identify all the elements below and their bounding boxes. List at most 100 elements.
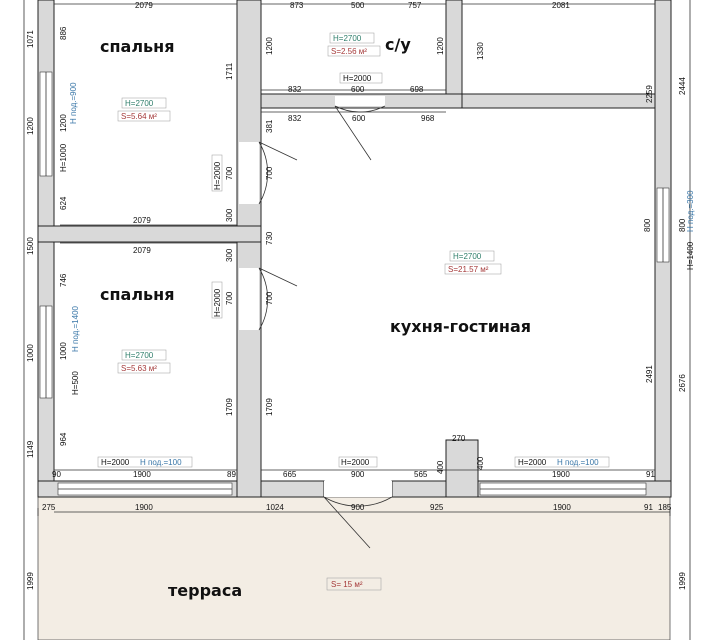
dim-bot-665: 665 <box>283 470 297 479</box>
dim-bath-832b: 832 <box>288 114 302 123</box>
dim-right-800b: 800 <box>678 218 687 232</box>
dim-left-964: 964 <box>59 432 68 446</box>
terrace-floor <box>37 496 671 640</box>
dim-ext-1900a: 1900 <box>135 503 153 512</box>
dim-b1-bottom: 2079 <box>133 216 151 225</box>
dim-bot-90: 90 <box>52 470 61 479</box>
bedroom2-height: H=2700 <box>125 351 154 360</box>
dim-left-746: 746 <box>59 273 68 287</box>
room-name-bathroom: с/у <box>385 35 411 54</box>
dim-ext-185: 185 <box>658 503 672 512</box>
wall-interior-vertical <box>236 0 262 498</box>
dim-win4-h: H=2000 <box>101 458 130 467</box>
dim-win3-h: H=1400 <box>686 241 695 270</box>
dim-bath-1200-left: 1200 <box>265 37 274 55</box>
bathroom-area: S=2.56 м² <box>331 47 367 56</box>
dim-win3-hp: H под.=300 <box>686 190 695 232</box>
dim-left-624: 624 <box>59 196 68 210</box>
dim-mid-730: 730 <box>265 231 274 245</box>
dim-right-2259: 2259 <box>645 85 654 103</box>
dim-left-1200: 1200 <box>26 117 35 135</box>
dim-right-2491: 2491 <box>645 365 654 383</box>
dim-bath-968: 968 <box>421 114 435 123</box>
dim-right-800a: 800 <box>643 218 652 232</box>
wall-column <box>445 439 479 498</box>
dim-door3-h: H=2000 <box>341 458 370 467</box>
dim-left-1071: 1071 <box>26 30 35 48</box>
dim-bot-400b: 400 <box>476 456 485 470</box>
dim-door2-h: H=2000 <box>213 288 222 317</box>
dim-mid-700a: 700 <box>225 166 234 180</box>
dim-b2-top: 2079 <box>133 246 151 255</box>
bedroom2-area: S=5.63 м² <box>121 364 157 373</box>
dim-mid-381: 381 <box>265 119 274 133</box>
dim-left-1200b: 1200 <box>59 114 68 132</box>
room-name-bedroom2: спальня <box>100 285 175 304</box>
dim-win1-h: H=1000 <box>59 143 68 172</box>
dim-left-1149: 1149 <box>26 440 35 458</box>
dim-bath-698: 698 <box>410 85 424 94</box>
dim-left-1000: 1000 <box>26 344 35 362</box>
dim-right-1999: 1999 <box>678 572 687 590</box>
dim-bot-270: 270 <box>452 434 466 443</box>
dim-door1-h: H=2000 <box>213 161 222 190</box>
dim-ext-1900b: 1900 <box>553 503 571 512</box>
dim-bot-900a: 900 <box>351 470 365 479</box>
dim-right-2444: 2444 <box>678 77 687 95</box>
dim-left-1000b: 1000 <box>59 342 68 360</box>
dim-mid-1711: 1711 <box>225 62 234 80</box>
kitchen-height: H=2700 <box>453 252 482 261</box>
room-name-bedroom1: спальня <box>100 37 175 56</box>
dim-top-bath: 873 <box>290 1 304 10</box>
dim-bot-91: 91 <box>646 470 655 479</box>
dim-bot-1900b: 1900 <box>552 470 570 479</box>
dim-win1-hp: H под.=900 <box>69 82 78 124</box>
dim-left-1999: 1999 <box>26 572 35 590</box>
bedroom1-height: H=2700 <box>125 99 154 108</box>
dim-mid-700b: 700 <box>265 166 274 180</box>
dim-ext-925: 925 <box>430 503 444 512</box>
dim-win2-h: H=500 <box>71 371 80 395</box>
dim-bot-565: 565 <box>414 470 428 479</box>
dim-mid-300b: 300 <box>225 248 234 262</box>
dim-win5-hp: H под.=100 <box>557 458 599 467</box>
dim-win5-h: H=2000 <box>518 458 547 467</box>
dim-bath-600b: 600 <box>352 114 366 123</box>
wall-right-block <box>461 93 656 109</box>
terrace-area: S= 15 м² <box>331 580 363 589</box>
dim-ext-900: 900 <box>351 503 365 512</box>
dim-bot-400a: 400 <box>436 460 445 474</box>
dim-bath-600: 600 <box>351 85 365 94</box>
dim-ext-91: 91 <box>644 503 653 512</box>
bedroom1-area: S=5.64 м² <box>121 112 157 121</box>
wall-bedroom-divider <box>37 225 262 243</box>
dim-mid-1709b: 1709 <box>265 398 274 416</box>
dim-left-886: 886 <box>59 26 68 40</box>
dim-top-right: 2081 <box>552 1 570 10</box>
dim-mid-700d: 700 <box>265 291 274 305</box>
dim-mid-700c: 700 <box>225 291 234 305</box>
bathroom-height: H=2700 <box>333 34 362 43</box>
room-name-kitchen: кухня-гостиная <box>390 317 531 336</box>
dim-bath-door-h: H=2000 <box>343 74 372 83</box>
dim-win4-hp: H под.=100 <box>140 458 182 467</box>
dim-mid-300a: 300 <box>225 208 234 222</box>
dim-bot-89: 89 <box>227 470 236 479</box>
dim-bath-1200-right: 1200 <box>436 37 445 55</box>
dim-bath-1330: 1330 <box>476 42 485 60</box>
kitchen-area: S=21.57 м² <box>448 265 489 274</box>
dim-bath-500: 500 <box>351 1 365 10</box>
dim-left-1500: 1500 <box>26 237 35 255</box>
dim-bath-757: 757 <box>408 1 422 10</box>
dim-bath-832: 832 <box>288 85 302 94</box>
dim-win2-hp: H под.=1400 <box>71 305 80 352</box>
dim-ext-275: 275 <box>42 503 56 512</box>
wall-bath-right <box>445 0 463 109</box>
dim-ext-1024: 1024 <box>266 503 284 512</box>
room-name-terrace: терраса <box>168 581 242 600</box>
dim-bot-1900a: 1900 <box>133 470 151 479</box>
dim-top-bedroom1: 2079 <box>135 1 153 10</box>
dim-mid-1709a: 1709 <box>225 398 234 416</box>
dim-right-2676: 2676 <box>678 374 687 392</box>
